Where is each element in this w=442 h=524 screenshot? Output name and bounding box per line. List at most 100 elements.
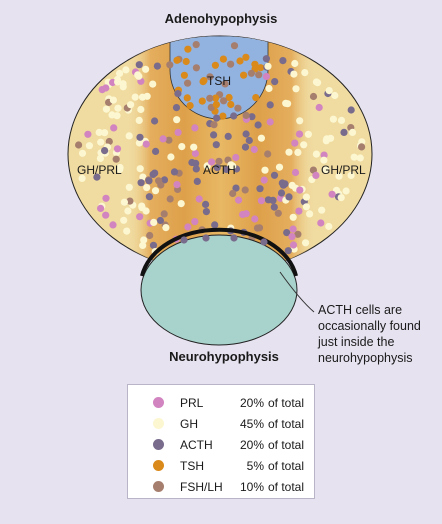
cell-dot [142,140,150,148]
acth-cell-dot [260,238,268,246]
cell-dot [219,112,227,120]
cell-dot [271,78,279,86]
cell-dot [210,121,218,129]
cell-dot [245,136,253,145]
cell-dot [242,53,250,61]
cell-dot [102,194,110,202]
acth-cell-dot [230,234,238,242]
cell-dot [252,94,260,102]
cell-dot [96,154,104,162]
cell-dot [160,176,169,184]
legend-suffix: of total [268,417,305,431]
legend-suffix: of total [268,438,305,452]
annotation-line: occasionally found [318,319,421,333]
cell-dot [304,130,312,138]
gh-prl-right-label: GH/PRL [321,163,366,177]
cell-dot [260,176,268,184]
cell-dot [166,195,174,203]
cell-dot [295,207,303,215]
cell-dot [180,71,188,79]
annotation-pointer [279,271,315,313]
cell-dot [242,210,250,218]
cell-dot [208,158,216,166]
acth-region-label: ACTH [203,163,236,177]
cell-dot [93,173,101,181]
cell-dot [138,202,146,210]
legend-percent: 20% [239,396,264,410]
legend-item-acth: ACTH 20% of total [128,435,316,455]
cell-dot [314,79,322,87]
legend-name: FSH/LH [180,480,223,494]
cell-dot [192,165,200,173]
cell-dot [215,157,223,165]
cell-dot [190,143,198,151]
legend-suffix: of total [268,459,305,473]
cell-dot [266,118,274,126]
cell-dot [101,147,109,155]
cell-dot [337,194,345,202]
cell-dot [222,165,230,174]
cell-dot [125,132,133,140]
cell-dot [317,219,325,227]
cell-dot [277,189,286,197]
cell-dot [323,135,331,143]
cell-dot [152,147,160,155]
cell-dot [151,117,159,125]
cell-dot [302,193,310,201]
acth-cell-dot [202,234,210,242]
cell-dot [236,57,244,65]
cell-dot [188,158,196,167]
annotation-line: ACTH cells are [318,303,403,317]
legend-percent: 10% [239,480,264,494]
cell-dot [149,80,157,88]
cell-dot [210,131,218,139]
cell-dot [105,137,113,146]
cell-dot [206,94,214,102]
cell-dot [170,168,179,176]
cell-dot [193,177,201,185]
cell-dot [167,153,175,161]
cell-dot [122,66,130,74]
cell-dot [102,211,110,219]
cell-dot [270,171,279,179]
cell-dot [350,153,358,161]
cell-dot [266,101,274,109]
cell-dot [224,132,232,140]
lobe-boundary-line [140,227,298,277]
cell-dot [146,231,154,240]
cell-dot [145,177,153,185]
cell-dot [184,45,192,53]
cell-dot [136,213,144,221]
cell-dot [250,145,258,154]
cell-dots [75,41,366,256]
cell-dot [112,155,120,163]
cell-dot [251,215,259,223]
legend-item-prl: PRL 20% of total [128,393,316,413]
cell-dot [139,241,147,249]
legend-name: TSH [180,459,204,473]
neurohypophysis-title: Neurohypophysis [169,349,279,364]
cell-dot [257,134,265,142]
cell-dot [347,171,355,179]
cell-dot [285,148,293,156]
cell-dot [325,222,333,231]
legend-item-gh: GH 45% of total [128,414,316,434]
cell-dot [232,153,240,162]
cell-dot [356,154,364,162]
cell-dot [137,105,145,114]
cell-dot [123,227,131,235]
cell-dot [221,80,229,88]
cell-dot [230,42,239,50]
cell-dot [213,114,221,122]
gh-prl-left-label: GH/PRL [77,163,122,177]
cell-dot [283,229,291,237]
cell-dot [199,78,207,86]
cell-dot [110,124,118,132]
cell-dot [174,90,182,98]
cell-dot [198,97,206,105]
cell-dot [159,135,167,143]
cell-dot [173,56,181,64]
cell-dot [229,162,237,170]
cell-dot [102,105,110,113]
